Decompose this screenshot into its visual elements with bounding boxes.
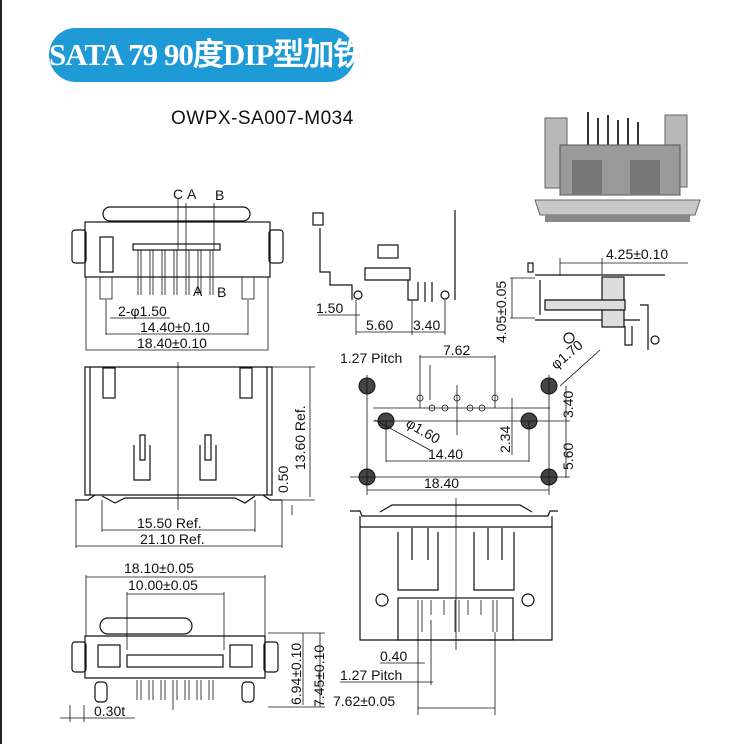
rear-view: 18.10±0.05 10.00±0.05 6.94±0.10 7.45±0.1… <box>60 560 327 722</box>
pin-label-a: A <box>187 186 197 202</box>
bottom-view: 0.40 1.27 Pitch 7.62±0.05 <box>333 498 558 715</box>
pcb-outer-width: 18.40 <box>424 475 459 491</box>
pcb-layout: 1.27 Pitch 7.62 φ1.70 φ1.60 14.40 18.40 … <box>340 337 601 495</box>
rear-outer-width: 18.10±0.05 <box>124 560 194 576</box>
section-dim-height: 4.05±0.05 <box>493 281 509 343</box>
pcb-row-1: 3.40 <box>560 391 576 418</box>
side-view: 1.50 5.60 3.40 <box>312 210 456 335</box>
rear-height-2: 7.45±0.10 <box>311 645 327 707</box>
dim-pitch: 14.40±0.10 <box>140 319 210 335</box>
pcb-inner-width: 14.40 <box>428 446 463 462</box>
side-dim-1: 1.50 <box>316 300 343 316</box>
section-dim-depth: 4.25±0.10 <box>606 246 668 262</box>
bottom-span: 7.62±0.05 <box>333 693 395 709</box>
side-dim-3: 3.40 <box>413 317 440 333</box>
pcb-row-2: 5.60 <box>560 443 576 470</box>
frame-border <box>0 0 2 744</box>
front-view: C A B A B 2-φ1.50 14.40±0.10 18.40±0.10 <box>71 186 284 351</box>
dim-width: 18.40±0.10 <box>137 335 207 351</box>
bottom-pin-width: 0.40 <box>380 648 407 664</box>
pcb-span: 7.62 <box>443 342 470 358</box>
dim-hole: 2-φ1.50 <box>118 303 167 319</box>
pcb-small-hole: φ1.60 <box>404 415 444 447</box>
bottom-pitch: 1.27 Pitch <box>340 667 402 683</box>
top-outer-width: 21.10 Ref. <box>140 531 205 547</box>
section-view: 4.25±0.10 4.05±0.05 <box>493 246 688 350</box>
product-photo <box>534 112 701 222</box>
pin-label-c: C <box>173 186 183 202</box>
rear-thickness: 0.30t <box>94 703 125 719</box>
top-view: 13.60 Ref. 0.50 15.50 Ref. 21.10 Ref. <box>75 362 315 548</box>
top-depth: 13.60 Ref. <box>292 405 308 470</box>
part-number: OWPX-SA007-M034 <box>171 108 354 129</box>
rear-inner-width: 10.00±0.05 <box>128 577 198 593</box>
pin-label-b-bottom: B <box>217 284 226 300</box>
pcb-pitch: 1.27 Pitch <box>340 350 402 366</box>
pin-label-a-bottom: A <box>193 283 203 299</box>
top-offset: 0.50 <box>275 466 291 493</box>
side-dim-2: 5.60 <box>366 317 393 333</box>
pcb-offset: 2.34 <box>497 426 513 453</box>
pin-label-b: B <box>215 187 224 203</box>
top-inner-width: 15.50 Ref. <box>137 515 202 531</box>
rear-height-1: 6.94±0.10 <box>288 643 304 705</box>
